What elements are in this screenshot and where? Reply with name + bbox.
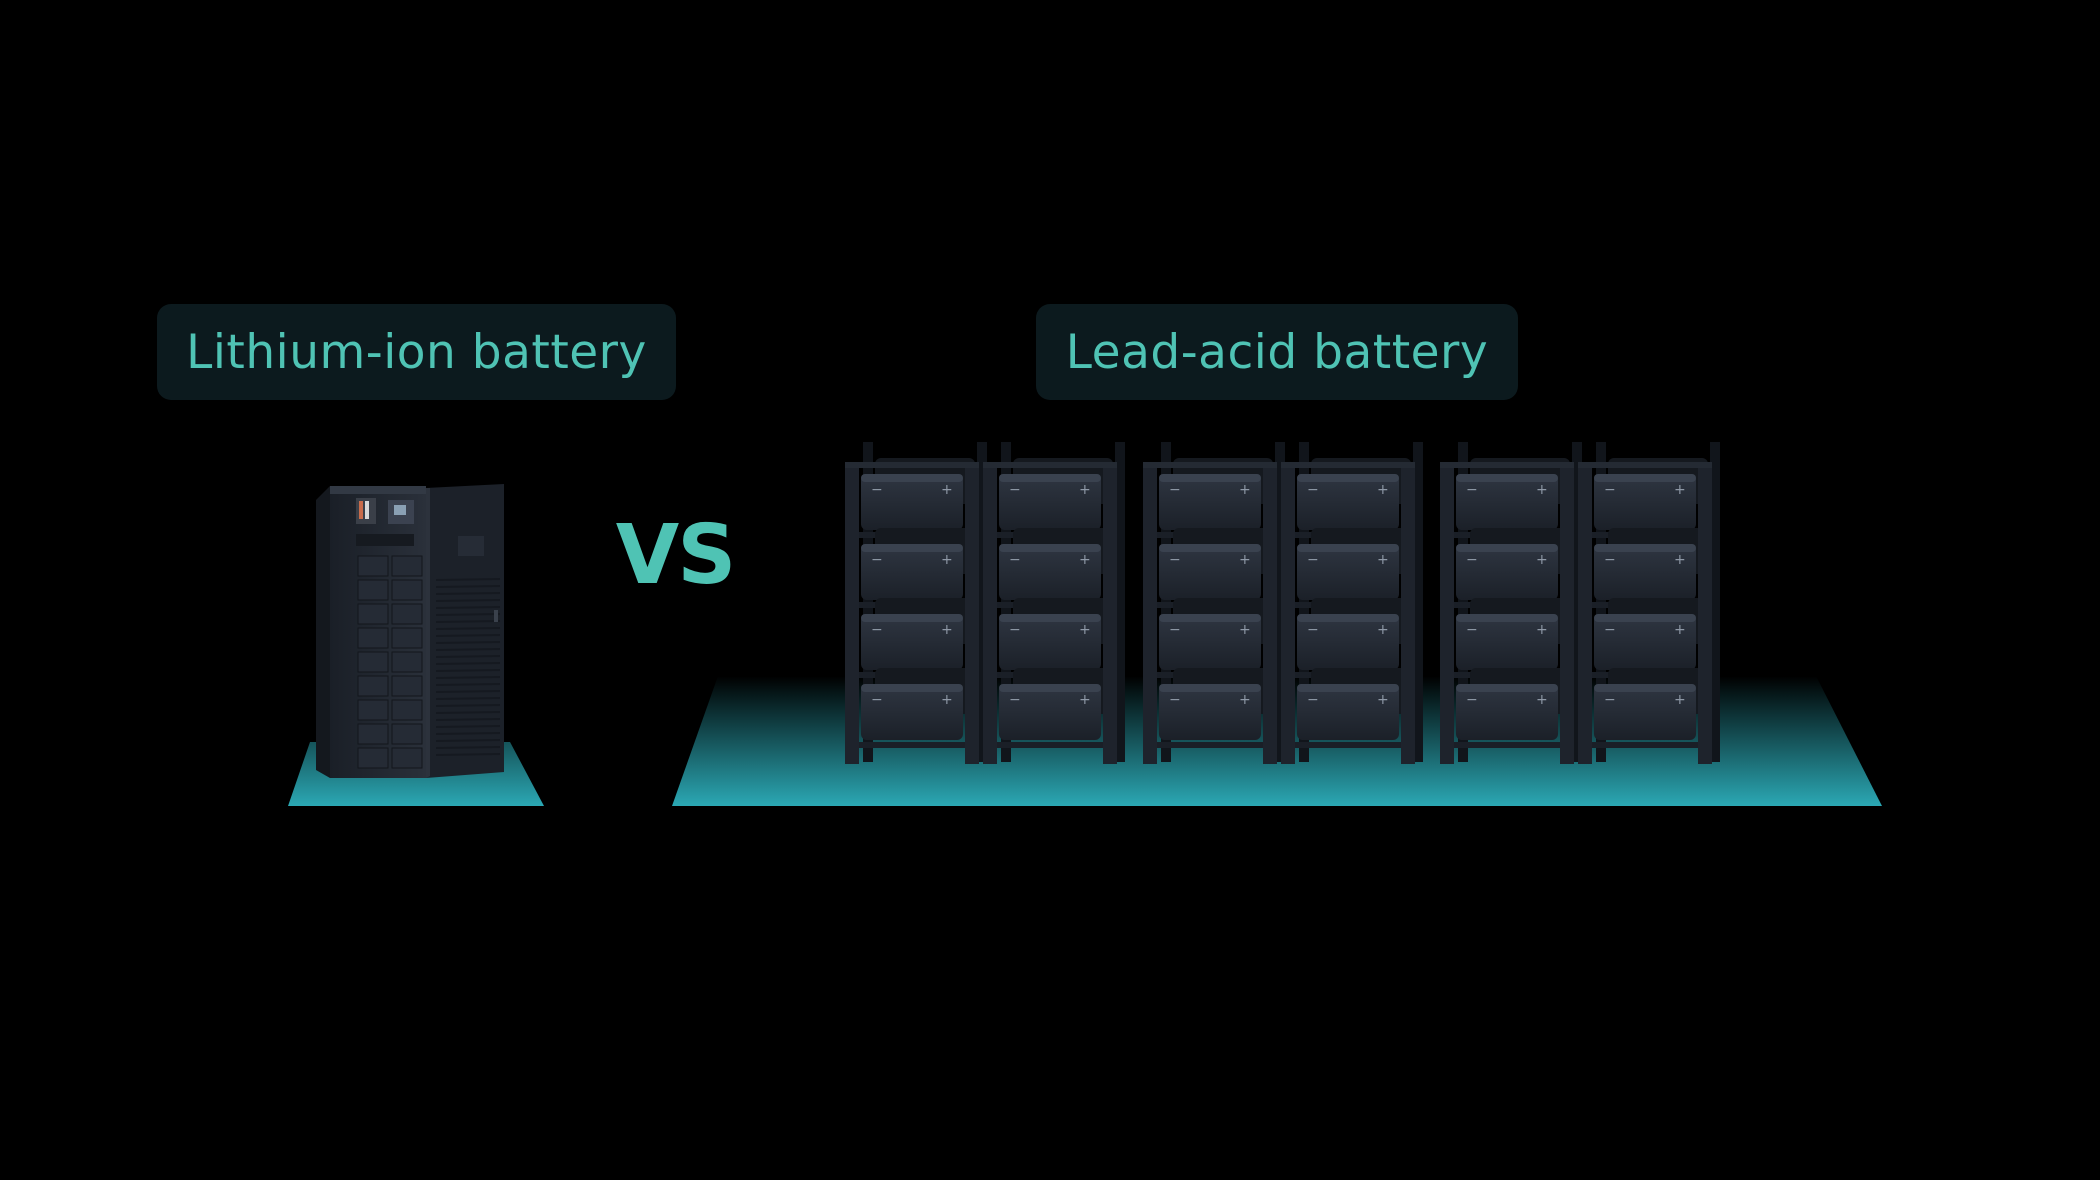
svg-text:−: − [1307, 622, 1319, 638]
lead-acid-battery: −+ [1159, 474, 1261, 530]
battery-rack: −+−+−+−+ [1143, 442, 1285, 764]
lead-acid-battery: −+ [1297, 544, 1399, 600]
battery-rack: −+−+−+−+ [1440, 442, 1582, 764]
lead-acid-battery: −+ [1159, 614, 1261, 670]
svg-text:−: − [1307, 552, 1319, 568]
svg-text:−: − [1009, 692, 1021, 708]
battery-rack: −+−+−+−+ [1578, 442, 1720, 764]
svg-text:−: − [1466, 482, 1478, 498]
battery-rack: −+−+−+−+ [845, 442, 987, 764]
svg-text:−: − [1169, 622, 1181, 638]
lead-acid-battery: −+ [1456, 614, 1558, 670]
svg-text:−: − [871, 622, 883, 638]
lead-acid-battery: −+ [1159, 684, 1261, 740]
svg-text:−: − [1169, 552, 1181, 568]
svg-text:+: + [1239, 692, 1251, 708]
lithium-ion-cabinet-icon [316, 484, 504, 778]
svg-text:+: + [1674, 692, 1686, 708]
svg-text:+: + [1377, 482, 1389, 498]
lead-acid-battery: −+ [1456, 544, 1558, 600]
lead-acid-battery: −+ [1456, 684, 1558, 740]
svg-text:+: + [1377, 622, 1389, 638]
svg-text:+: + [1536, 552, 1548, 568]
svg-text:−: − [1009, 552, 1021, 568]
svg-text:−: − [871, 552, 883, 568]
lead-acid-battery-rack-icon: −+−+−+−+−+−+−+−+−+−+−+−+−+−+−+−+−+−+−+−+… [845, 442, 1720, 764]
svg-text:−: − [1604, 482, 1616, 498]
svg-text:−: − [1466, 622, 1478, 638]
svg-text:−: − [1307, 482, 1319, 498]
svg-text:+: + [1239, 482, 1251, 498]
lead-acid-label: Lead-acid battery [1036, 304, 1518, 400]
svg-text:−: − [1169, 482, 1181, 498]
svg-text:+: + [941, 622, 953, 638]
lead-acid-battery: −+ [861, 684, 963, 740]
svg-text:+: + [1239, 552, 1251, 568]
versus-text: VS [615, 507, 737, 603]
svg-text:−: − [871, 482, 883, 498]
lead-acid-battery: −+ [1594, 684, 1696, 740]
svg-text:−: − [871, 692, 883, 708]
svg-text:−: − [1604, 622, 1616, 638]
svg-text:−: − [1466, 692, 1478, 708]
lead-acid-battery: −+ [1297, 684, 1399, 740]
lead-acid-battery: −+ [999, 544, 1101, 600]
lead-acid-battery: −+ [861, 474, 963, 530]
lead-acid-battery: −+ [999, 684, 1101, 740]
svg-text:+: + [941, 482, 953, 498]
svg-text:+: + [941, 692, 953, 708]
svg-text:+: + [1377, 552, 1389, 568]
svg-text:−: − [1604, 692, 1616, 708]
lead-acid-battery: −+ [999, 614, 1101, 670]
svg-text:−: − [1604, 552, 1616, 568]
lead-acid-battery: −+ [861, 614, 963, 670]
svg-text:−: − [1169, 692, 1181, 708]
lead-acid-label-text: Lead-acid battery [1065, 324, 1489, 380]
svg-text:−: − [1009, 482, 1021, 498]
svg-text:+: + [1674, 552, 1686, 568]
svg-text:+: + [1079, 482, 1091, 498]
svg-text:+: + [941, 552, 953, 568]
svg-text:+: + [1239, 622, 1251, 638]
svg-text:+: + [1377, 692, 1389, 708]
lead-acid-battery: −+ [999, 474, 1101, 530]
svg-text:+: + [1536, 622, 1548, 638]
svg-text:+: + [1536, 482, 1548, 498]
lead-acid-battery: −+ [861, 544, 963, 600]
lead-acid-battery: −+ [1159, 544, 1261, 600]
lead-acid-battery: −+ [1297, 474, 1399, 530]
lead-acid-battery: −+ [1456, 474, 1558, 530]
svg-text:+: + [1079, 622, 1091, 638]
svg-text:+: + [1079, 552, 1091, 568]
svg-text:−: − [1466, 552, 1478, 568]
lead-acid-battery: −+ [1594, 474, 1696, 530]
svg-text:−: − [1009, 622, 1021, 638]
battery-rack: −+−+−+−+ [983, 442, 1125, 764]
lead-acid-battery: −+ [1594, 614, 1696, 670]
svg-text:+: + [1674, 622, 1686, 638]
lithium-ion-label: Lithium-ion battery [157, 304, 676, 400]
lead-acid-battery: −+ [1297, 614, 1399, 670]
battery-rack: −+−+−+−+ [1281, 442, 1423, 764]
svg-text:+: + [1536, 692, 1548, 708]
svg-text:+: + [1079, 692, 1091, 708]
lead-acid-battery: −+ [1594, 544, 1696, 600]
svg-text:−: − [1307, 692, 1319, 708]
lithium-ion-label-text: Lithium-ion battery [186, 324, 647, 380]
svg-text:+: + [1674, 482, 1686, 498]
